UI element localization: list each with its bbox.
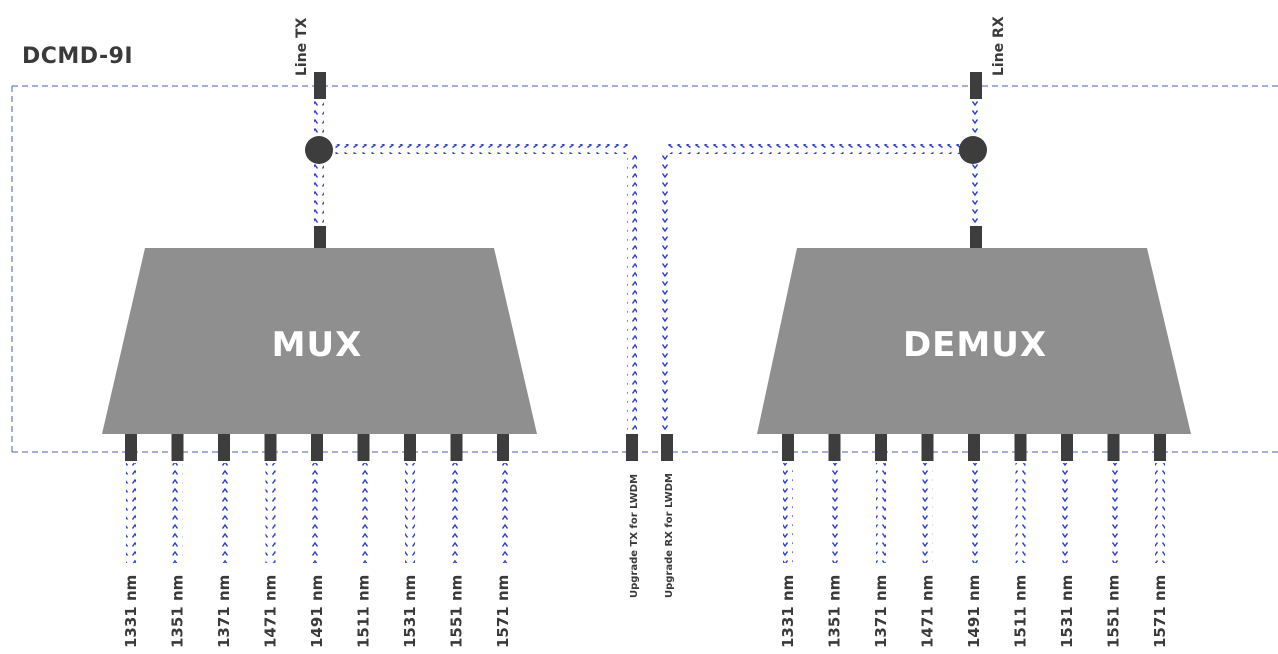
mux-channel-label: 1571 nm xyxy=(494,575,512,648)
demux-channel-label: 1491 nm xyxy=(965,575,983,648)
mux-channel-label: 1471 nm xyxy=(262,575,280,648)
mux-channel-port xyxy=(171,434,184,461)
demux-channel-label: 1371 nm xyxy=(872,575,890,648)
demux-channel-label: 1551 nm xyxy=(1105,575,1123,648)
demux-channel-port xyxy=(1061,434,1073,461)
line-rx-label: Line RX xyxy=(991,16,1007,76)
demux-channel-label: 1471 nm xyxy=(919,575,937,648)
line-rx-port xyxy=(970,72,982,99)
mux-channel-label: 1531 nm xyxy=(401,575,419,648)
mux-channel-port xyxy=(218,434,230,461)
demux-channel-port xyxy=(921,434,934,461)
demux-channel-trail xyxy=(829,463,840,563)
mux-channel-trail xyxy=(265,463,276,563)
tx-splitter-node xyxy=(305,136,333,164)
demux-channel-trail xyxy=(1155,463,1165,563)
demux-channel-trail xyxy=(783,463,793,563)
demux-common-port xyxy=(970,226,982,253)
mux-label: MUX xyxy=(272,325,363,365)
mux-channel-trail xyxy=(405,463,415,563)
mux-channel-label: 1331 nm xyxy=(122,575,140,648)
demux-channel-trail xyxy=(876,463,886,563)
demux-channel-trail xyxy=(922,463,933,563)
upgrade-tx-label: Upgrade TX for LWDM xyxy=(629,474,640,598)
mux-channel-trail xyxy=(358,463,369,563)
line-tx-label: Line TX xyxy=(294,17,310,76)
mux-channel-trail xyxy=(126,463,136,563)
mux-channel-label: 1491 nm xyxy=(308,575,326,648)
demux-channel-trail xyxy=(969,463,979,563)
rx-upgrade-horizontal-path xyxy=(668,144,962,154)
demux-channel-label: 1351 nm xyxy=(826,575,844,648)
demux-channel-labels: 1331 nm 1351 nm 1371 nm 1471 nm 1491 nm 1511 … xyxy=(779,575,1169,648)
mux-channel-labels: 1331 nm 1351 nm 1371 nm 1471 nm 1491 nm 1511 … xyxy=(122,575,512,648)
demux-block: DEMUX xyxy=(757,226,1191,434)
demux-label: DEMUX xyxy=(903,325,1047,365)
mux-channel-label: 1511 nm xyxy=(355,575,373,648)
mux-channel-port xyxy=(450,434,463,461)
line-tx-port xyxy=(314,72,326,99)
demux-channel-port xyxy=(968,434,980,461)
upgrade-tx-port xyxy=(626,434,638,461)
mux-channel-trail xyxy=(312,463,322,563)
tx-upgrade-horizontal-path xyxy=(332,144,628,154)
mux-channel-port xyxy=(404,434,416,461)
rx-splitter-node xyxy=(959,136,987,164)
mux-channel-port xyxy=(264,434,277,461)
demux-channel-port xyxy=(828,434,841,461)
mux-common-port xyxy=(314,226,326,253)
demux-channel-port xyxy=(1014,434,1027,461)
mux-channel-port xyxy=(311,434,323,461)
demux-channel-trails xyxy=(783,463,1165,563)
demux-channel-port xyxy=(875,434,887,461)
mux-channel-port xyxy=(125,434,137,461)
mux-channel-ports xyxy=(125,434,509,461)
upgrade-rx-port xyxy=(661,434,673,461)
mux-channel-trails xyxy=(126,463,508,563)
demux-channel-trail xyxy=(1015,463,1026,563)
tx-upgrade-vertical-path xyxy=(627,152,637,432)
demux-channel-label: 1511 nm xyxy=(1012,575,1030,648)
mux-channel-trail xyxy=(451,463,462,563)
demux-channel-ports xyxy=(782,434,1166,461)
demux-channel-label: 1531 nm xyxy=(1058,575,1076,648)
demux-channel-port xyxy=(1154,434,1166,461)
mux-channel-port xyxy=(497,434,509,461)
mux-channel-trail xyxy=(498,463,508,563)
demux-channel-trail xyxy=(1062,463,1072,563)
demux-channel-port xyxy=(782,434,794,461)
demux-channel-port xyxy=(1107,434,1120,461)
mux-channel-trail xyxy=(219,463,229,563)
rx-upgrade-vertical-path xyxy=(662,152,672,432)
demux-channel-label: 1571 nm xyxy=(1151,575,1169,648)
demux-channel-label: 1331 nm xyxy=(779,575,797,648)
mux-channel-trail xyxy=(172,463,183,563)
mux-channel-port xyxy=(357,434,370,461)
mux-block: MUX xyxy=(102,226,537,434)
demux-channel-trail xyxy=(1108,463,1119,563)
mux-channel-label: 1351 nm xyxy=(169,575,187,648)
upgrade-rx-label: Upgrade RX for LWDM xyxy=(664,473,675,598)
device-title: DCMD-9I xyxy=(22,44,134,69)
mux-channel-label: 1551 nm xyxy=(448,575,466,648)
mux-channel-label: 1371 nm xyxy=(215,575,233,648)
